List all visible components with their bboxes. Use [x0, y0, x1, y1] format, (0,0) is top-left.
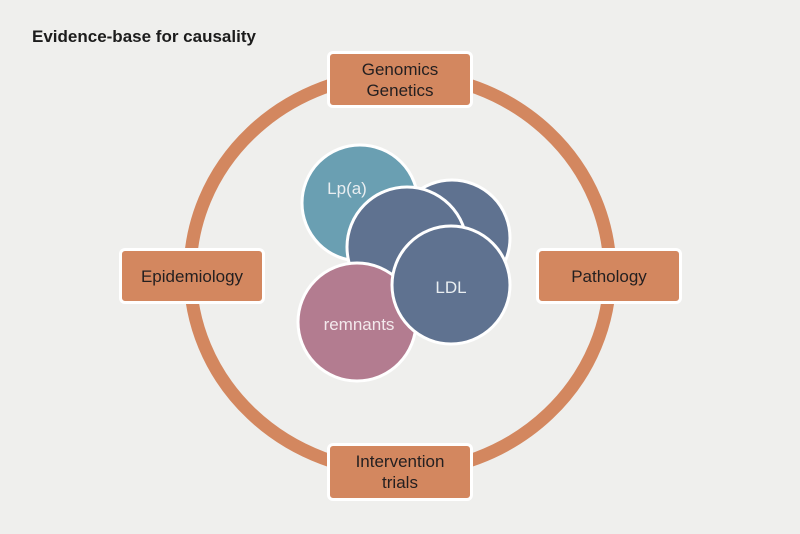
box-label-line1: Intervention [355, 452, 445, 471]
intervention-trials-box: Intervention trials [327, 443, 473, 501]
genomics-genetics-box: Genomics Genetics [327, 51, 473, 108]
box-label-line1: Epidemiology [140, 266, 244, 286]
lipoprotein-cluster [296, 143, 512, 383]
box-label-line2: Genetics [366, 80, 434, 100]
box-label-line1: Genomics [361, 59, 439, 79]
diagram-title: Evidence-base for causality [32, 27, 256, 46]
ldl-label: LDL [435, 278, 466, 297]
box-label-line2: trials [382, 473, 418, 492]
remnants-label: remnants [324, 315, 395, 334]
ldl-circle-front [390, 224, 512, 346]
lpa-label: Lp(a) [327, 179, 367, 198]
epidemiology-box: Epidemiology [119, 248, 265, 304]
box-label-line1: Pathology [571, 266, 647, 286]
pathology-box: Pathology [536, 248, 682, 304]
